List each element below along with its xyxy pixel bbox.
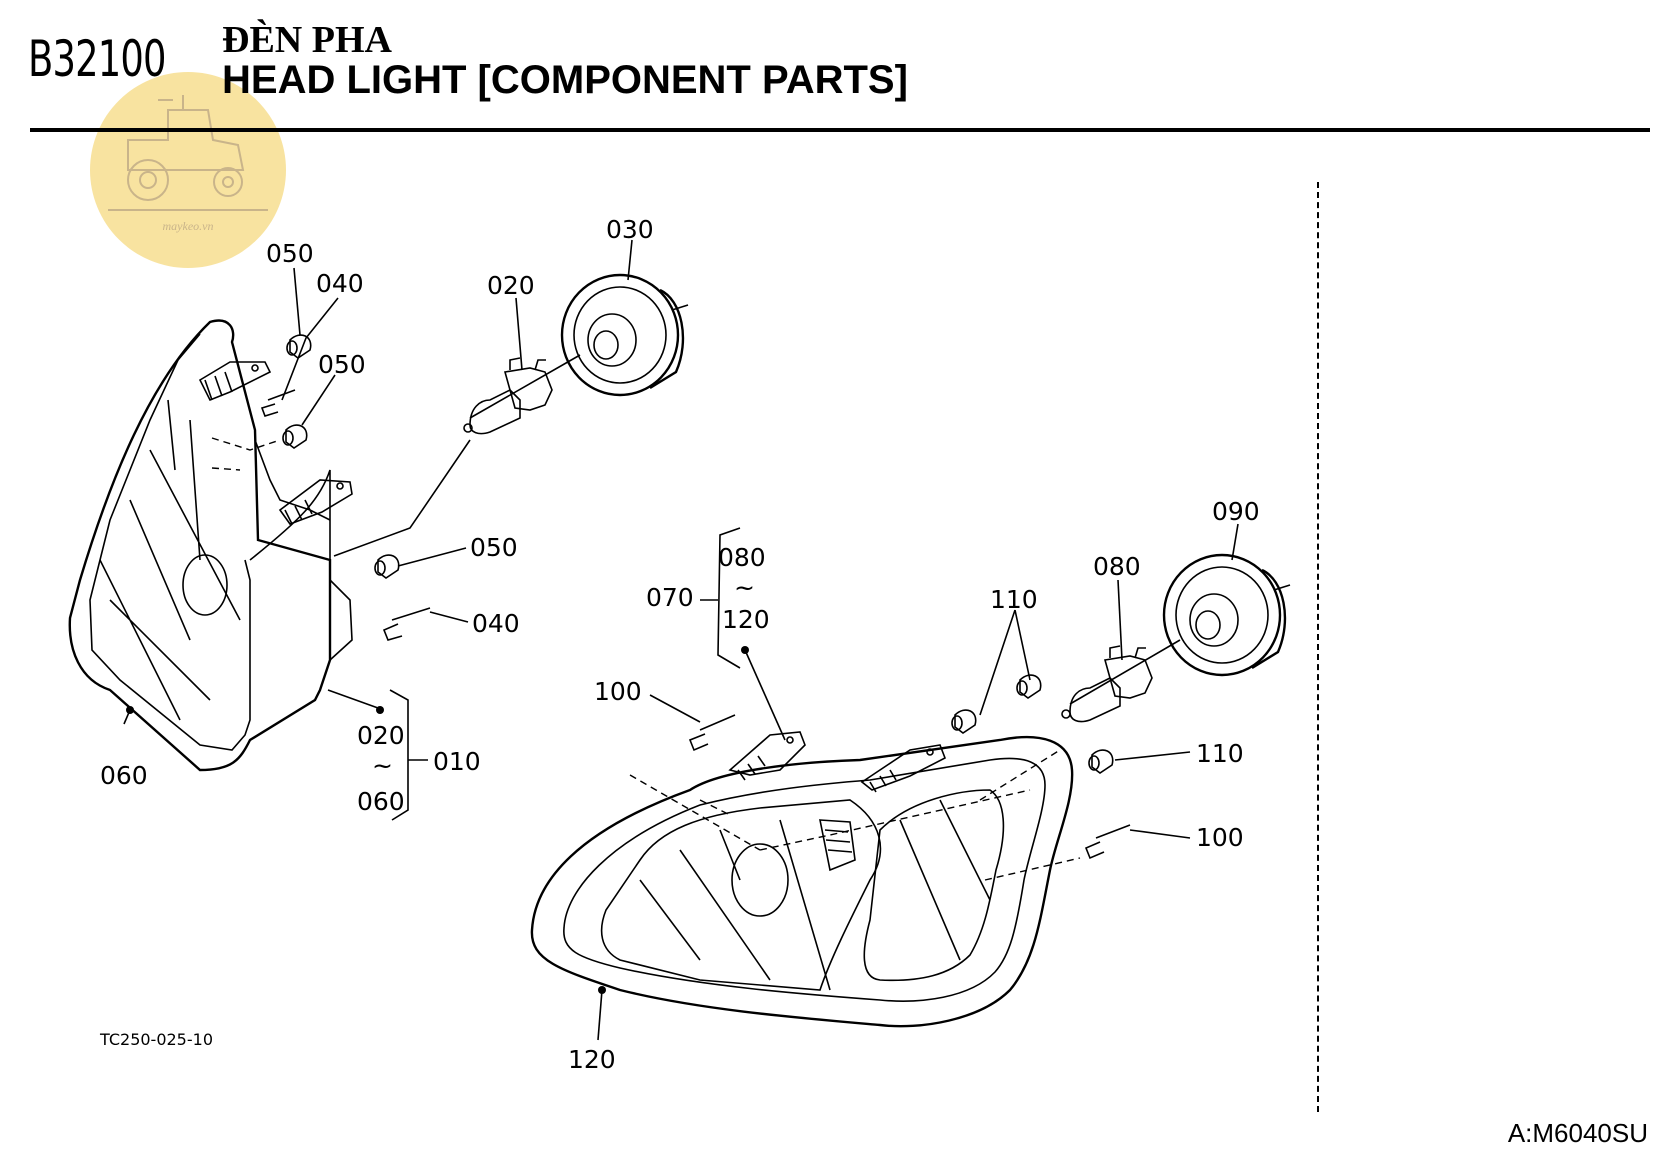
left-bulb-020 <box>463 357 553 435</box>
callout-040-low: 040 <box>472 609 520 638</box>
right-leader-lines <box>597 523 1239 1041</box>
page-title-english: HEAD LIGHT [COMPONENT PARTS] <box>222 58 908 102</box>
screw-100-right <box>1084 824 1131 860</box>
callout-010: 010 <box>433 747 481 776</box>
nut-110-b <box>1019 674 1042 699</box>
nut-050-mid <box>285 424 308 449</box>
right-hardware <box>629 674 1131 881</box>
nut-110-a <box>954 709 977 734</box>
logo-text: maykeo.vn <box>163 219 214 233</box>
callout-060: 060 <box>100 761 148 790</box>
callout-070: 070 <box>646 583 694 612</box>
nut-050-top <box>289 334 312 359</box>
nut-110-c <box>1091 749 1114 774</box>
page-title-vietnamese: ĐÈN PHA <box>222 19 392 61</box>
callout-030: 030 <box>606 215 654 244</box>
callout-120: 120 <box>568 1045 616 1074</box>
callout-group-left-tilde: ~ <box>372 751 393 780</box>
callout-050-low: 050 <box>470 533 518 562</box>
callout-group-right-from: 080 <box>718 543 766 572</box>
column-divider <box>1317 182 1319 1112</box>
screw-100-left <box>688 714 736 752</box>
model-code: A:M6040SU <box>1507 1118 1648 1148</box>
left-socket-030 <box>560 273 689 397</box>
right-bulb-080 <box>1061 645 1153 723</box>
section-code: B32100 <box>28 30 167 88</box>
nut-050-low <box>377 554 400 579</box>
left-hardware <box>211 334 431 641</box>
callout-050-top: 050 <box>266 239 314 268</box>
left-leader-lines <box>123 239 633 821</box>
left-lens-bulge <box>182 554 228 616</box>
callout-110-right: 110 <box>1196 739 1244 768</box>
left-headlight-housing <box>68 319 353 772</box>
callout-group-right-to: 120 <box>722 605 770 634</box>
left-mounting-brackets <box>198 361 353 525</box>
callout-100-left: 100 <box>594 677 642 706</box>
callout-080-right: 080 <box>1093 552 1141 581</box>
callout-090: 090 <box>1212 497 1260 526</box>
maykeo-logo-watermark: maykeo.vn <box>90 72 286 268</box>
right-socket-090 <box>1162 553 1291 677</box>
figure-code: TC250-025-10 <box>100 1030 213 1049</box>
callout-100-right: 100 <box>1196 823 1244 852</box>
callout-110-top: 110 <box>990 585 1038 614</box>
callout-group-right-tilde: ~ <box>734 573 755 602</box>
header-rule <box>30 128 1650 132</box>
callout-group-left-from: 020 <box>357 721 405 750</box>
screw-040-top <box>260 389 296 417</box>
right-lens-bulge <box>731 843 789 917</box>
screw-040-low <box>382 607 431 641</box>
right-headlight-housing <box>530 735 1074 1028</box>
callout-050-mid: 050 <box>318 350 366 379</box>
callout-040-top: 040 <box>316 269 364 298</box>
callout-group-left-to: 060 <box>357 787 405 816</box>
callout-020-left: 020 <box>487 271 535 300</box>
right-mounting-brackets <box>728 731 947 793</box>
